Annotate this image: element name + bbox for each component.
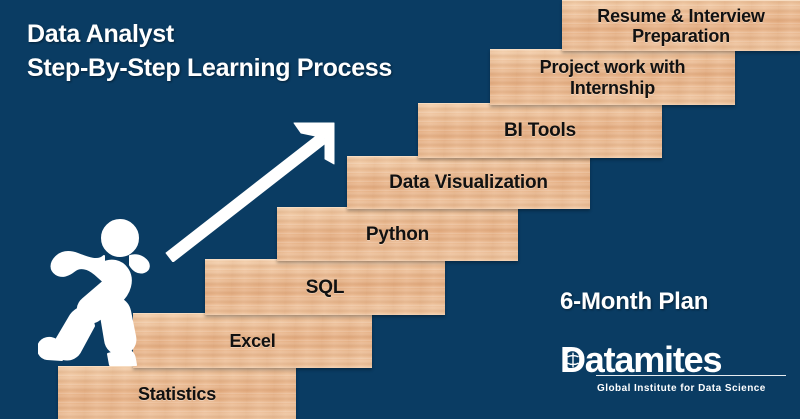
step-label: Excel xyxy=(229,330,276,351)
upward-arrow-icon xyxy=(165,122,335,262)
logo-wordmark-wrap: Datamites xyxy=(560,340,792,380)
staircase-step-statistics: Statistics xyxy=(58,366,296,419)
step-label: SQL xyxy=(305,276,345,298)
step-label: BI Tools xyxy=(504,120,576,142)
title-line-1: Data Analyst xyxy=(27,20,174,48)
logo-tagline: Global Institute for Data Science xyxy=(597,383,766,394)
title-line-2: Step-By-Step Learning Process xyxy=(27,53,393,82)
step-label: Resume & Interview Preparation xyxy=(597,5,765,46)
step-label: Python xyxy=(365,223,430,245)
logo-wordmark-text: Datamites xyxy=(560,339,722,380)
plan-duration-label: 6-Month Plan xyxy=(560,288,709,315)
datamites-circle-emblem-icon xyxy=(562,349,584,371)
page-title: Data Analyst Step-By-Step Learning Proce… xyxy=(27,18,497,86)
brand-logo: Datamites Global Institute for Data Scie… xyxy=(560,340,792,394)
logo-underline xyxy=(596,375,786,376)
staircase-step-sql: SQL xyxy=(205,259,445,315)
staircase-step-data-visualization: Data Visualization xyxy=(347,156,590,209)
staircase-step-resume-interview-preparation: Resume & Interview Preparation xyxy=(562,0,800,51)
step-label: Data Visualization xyxy=(389,172,548,194)
staircase-step-bi-tools: BI Tools xyxy=(418,103,662,158)
staircase-step-project-work-internship: Project work with Internship xyxy=(490,49,735,105)
staircase-step-excel: Excel xyxy=(133,313,372,368)
step-label: Project work with Internship xyxy=(539,57,686,98)
step-label: Statistics xyxy=(137,383,217,404)
staircase-step-python: Python xyxy=(277,207,518,261)
running-person-icon xyxy=(38,219,150,366)
